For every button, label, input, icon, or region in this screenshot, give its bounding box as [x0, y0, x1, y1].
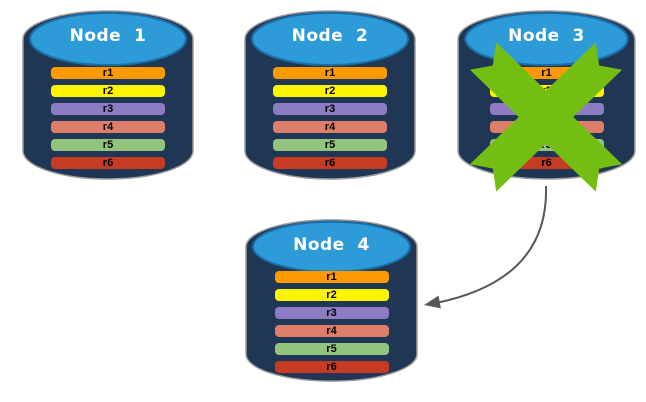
replica-row-r4: r4: [274, 325, 389, 337]
replica-label: r4: [324, 121, 336, 133]
replica-label: r6: [324, 157, 336, 169]
replica-list: r1 r2 r3 r4 r5 r6: [274, 271, 389, 379]
replica-row-r2: r2: [51, 85, 165, 97]
replica-label: r5: [326, 343, 337, 355]
replica-label: r1: [541, 67, 552, 79]
replica-row-r1: r1: [273, 67, 387, 79]
replica-row-r4: r4: [273, 121, 387, 133]
node-2: Node 2 r1 r2 r3 r4 r5 r6: [242, 7, 418, 182]
replica-label: r3: [102, 103, 114, 115]
replica-row-r2: r2: [274, 289, 389, 301]
replica-label: r3: [326, 307, 337, 319]
replica-row-r4: r4: [51, 121, 165, 133]
node-1: Node 1 r1 r2 r3 r4 r5 r6: [20, 7, 196, 182]
replica-label: r2: [324, 85, 336, 97]
replica-label: r1: [326, 271, 337, 283]
replica-label: r3: [324, 103, 336, 115]
replica-row-r1: r1: [274, 271, 389, 283]
node-4: Node 4 r1 r2 r3 r4 r5 r6: [243, 216, 420, 384]
replica-label: r2: [326, 289, 337, 301]
failure-x-icon: [469, 42, 623, 192]
replica-label: r5: [102, 139, 114, 151]
replica-label: r5: [541, 139, 552, 151]
replica-row-r3: r3: [273, 103, 387, 115]
replica-row-r6: r6: [274, 361, 389, 373]
replica-row-r6: r6: [273, 157, 387, 169]
replica-row-r6: r6: [51, 157, 165, 169]
replica-row-r3: r3: [274, 307, 389, 319]
replica-label: r4: [326, 325, 337, 337]
replica-row-r2: r2: [273, 85, 387, 97]
node-label: Node 1: [69, 26, 147, 46]
replica-list: r1 r2 r3 r4 r5 r6: [51, 67, 165, 175]
replica-row-r5: r5: [273, 139, 387, 151]
replica-row-r5: r5: [51, 139, 165, 151]
replica-label: r4: [102, 121, 114, 133]
replica-label: r6: [102, 157, 114, 169]
node-label: Node 3: [508, 26, 585, 46]
replica-row-r3: r3: [51, 103, 165, 115]
replica-label: r1: [324, 67, 336, 79]
replica-label: r1: [102, 67, 114, 79]
replica-label: r6: [326, 361, 337, 373]
replica-label: r5: [324, 139, 336, 151]
replica-list: r1 r2 r3 r4 r5 r6: [273, 67, 387, 175]
node-3: Node 3 r1 r2 r3 r4 r5 r6: [455, 7, 638, 192]
cylinder-top: [251, 12, 409, 66]
replica-row-r5: r5: [274, 343, 389, 355]
replica-label: r6: [541, 157, 552, 169]
replica-label: r2: [102, 85, 114, 97]
node-label: Node 4: [293, 235, 370, 255]
cylinder-top: [29, 12, 187, 66]
replica-row-r1: r1: [51, 67, 165, 79]
node-label: Node 2: [291, 26, 369, 46]
